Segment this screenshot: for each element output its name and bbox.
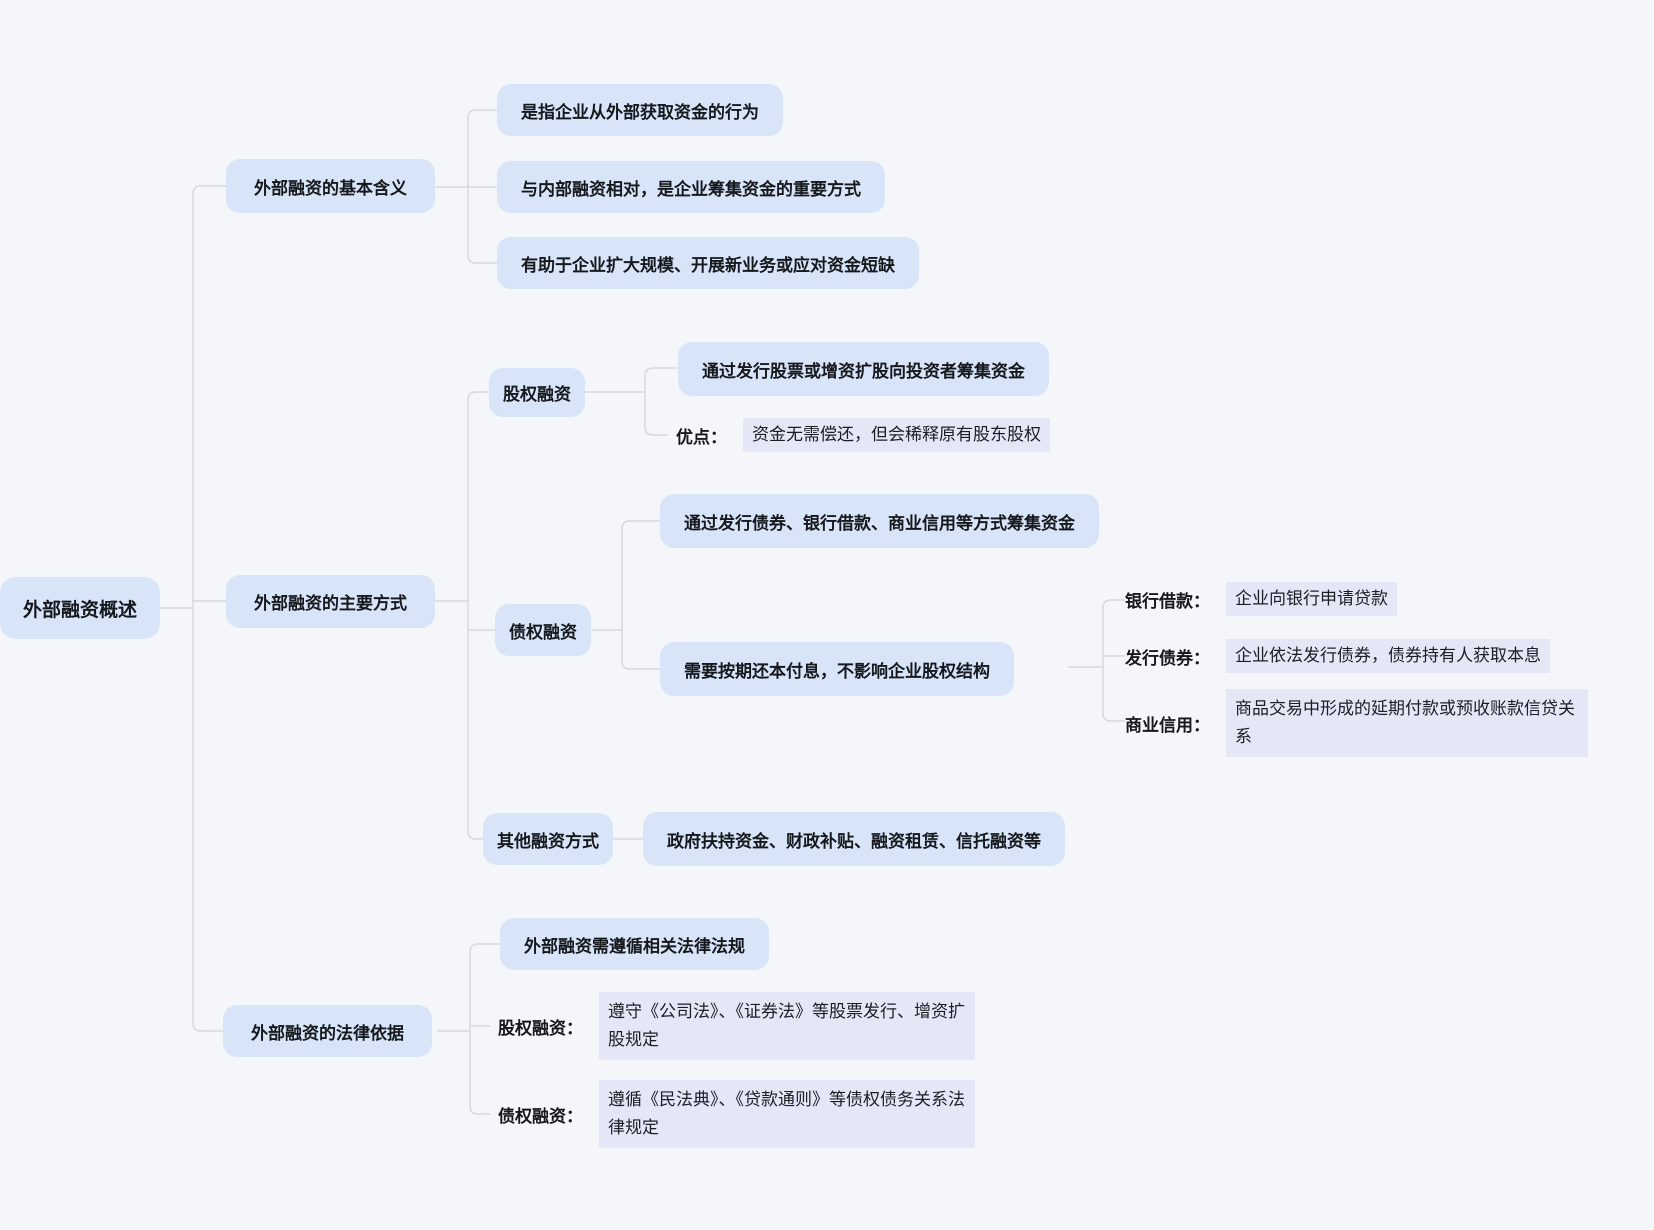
meaning-item-3[interactable]: 有助于企业扩大规模、开展新业务或应对资金短缺 xyxy=(497,237,919,289)
branch-methods-node[interactable]: 外部融资的主要方式 xyxy=(226,575,435,628)
equity-advantage-row[interactable]: 优点： 资金无需偿还，但会稀释原有股东股权 xyxy=(676,418,1050,452)
other-methods-desc-node[interactable]: 政府扶持资金、财政补贴、融资租赁、信托融资等 xyxy=(643,812,1065,866)
connector-equity-trunk xyxy=(644,367,678,436)
legal-rule-equity-label: 股权融资： xyxy=(498,1018,583,1038)
debt-type-commercial-credit-value: 商品交易中形成的延期付款或预收账款信贷关系 xyxy=(1226,689,1588,757)
other-methods-node[interactable]: 其他融资方式 xyxy=(483,813,613,865)
debt-note-node[interactable]: 需要按期还本付息，不影响企业股权结构 xyxy=(660,642,1014,696)
debt-type-commercial-credit-row[interactable]: 商业信用： 商品交易中形成的延期付款或预收账款信贷关系 xyxy=(1125,689,1588,757)
debt-type-bank-loan-label: 银行借款： xyxy=(1125,591,1210,611)
debt-type-commercial-credit-label: 商业信用： xyxy=(1125,715,1210,735)
debt-node[interactable]: 债权融资 xyxy=(495,604,591,656)
legal-note-node[interactable]: 外部融资需遵循相关法律法规 xyxy=(500,918,769,970)
debt-type-bank-loan-value: 企业向银行申请贷款 xyxy=(1226,582,1397,616)
connector-debt-trunk xyxy=(621,520,660,670)
connector-legal-trunk xyxy=(469,943,500,1115)
connector-types-trunk xyxy=(1102,599,1125,722)
legal-rule-debt-value: 遵循《民法典》、《贷款通则》等债权债务关系法律规定 xyxy=(599,1080,975,1148)
legal-rule-equity-value: 遵守《公司法》、《证券法》等股票发行、增资扩股规定 xyxy=(599,992,975,1060)
equity-advantage-label: 优点： xyxy=(676,427,727,447)
equity-desc-node[interactable]: 通过发行股票或增资扩股向投资者筹集资金 xyxy=(678,342,1049,396)
root-node[interactable]: 外部融资概述 xyxy=(0,577,161,639)
legal-rule-debt-row[interactable]: 债权融资： 遵循《民法典》、《贷款通则》等债权债务关系法律规定 xyxy=(498,1080,975,1148)
branch-legal-node[interactable]: 外部融资的法律依据 xyxy=(223,1005,432,1057)
debt-desc-node[interactable]: 通过发行债券、银行借款、商业信用等方式筹集资金 xyxy=(660,494,1099,548)
legal-rule-equity-row[interactable]: 股权融资： 遵守《公司法》、《证券法》等股票发行、增资扩股规定 xyxy=(498,992,975,1060)
meaning-item-1[interactable]: 是指企业从外部获取资金的行为 xyxy=(497,84,783,136)
debt-type-bond-value: 企业依法发行债券，债券持有人获取本息 xyxy=(1226,639,1550,673)
debt-type-bank-loan-row[interactable]: 银行借款： 企业向银行申请贷款 xyxy=(1125,582,1397,616)
branch-meaning-node[interactable]: 外部融资的基本含义 xyxy=(226,159,435,213)
equity-node[interactable]: 股权融资 xyxy=(489,368,585,417)
equity-advantage-value: 资金无需偿还，但会稀释原有股东股权 xyxy=(743,418,1050,452)
connector-meaning-trunk xyxy=(467,109,497,264)
meaning-item-2[interactable]: 与内部融资相对，是企业筹集资金的重要方式 xyxy=(497,161,885,213)
debt-type-bond-label: 发行债券： xyxy=(1125,648,1210,668)
connector-methods-trunk xyxy=(467,391,489,840)
legal-rule-debt-label: 债权融资： xyxy=(498,1106,583,1126)
connector-main-trunk xyxy=(192,185,226,1032)
debt-type-bond-row[interactable]: 发行债券： 企业依法发行债券，债券持有人获取本息 xyxy=(1125,639,1550,673)
